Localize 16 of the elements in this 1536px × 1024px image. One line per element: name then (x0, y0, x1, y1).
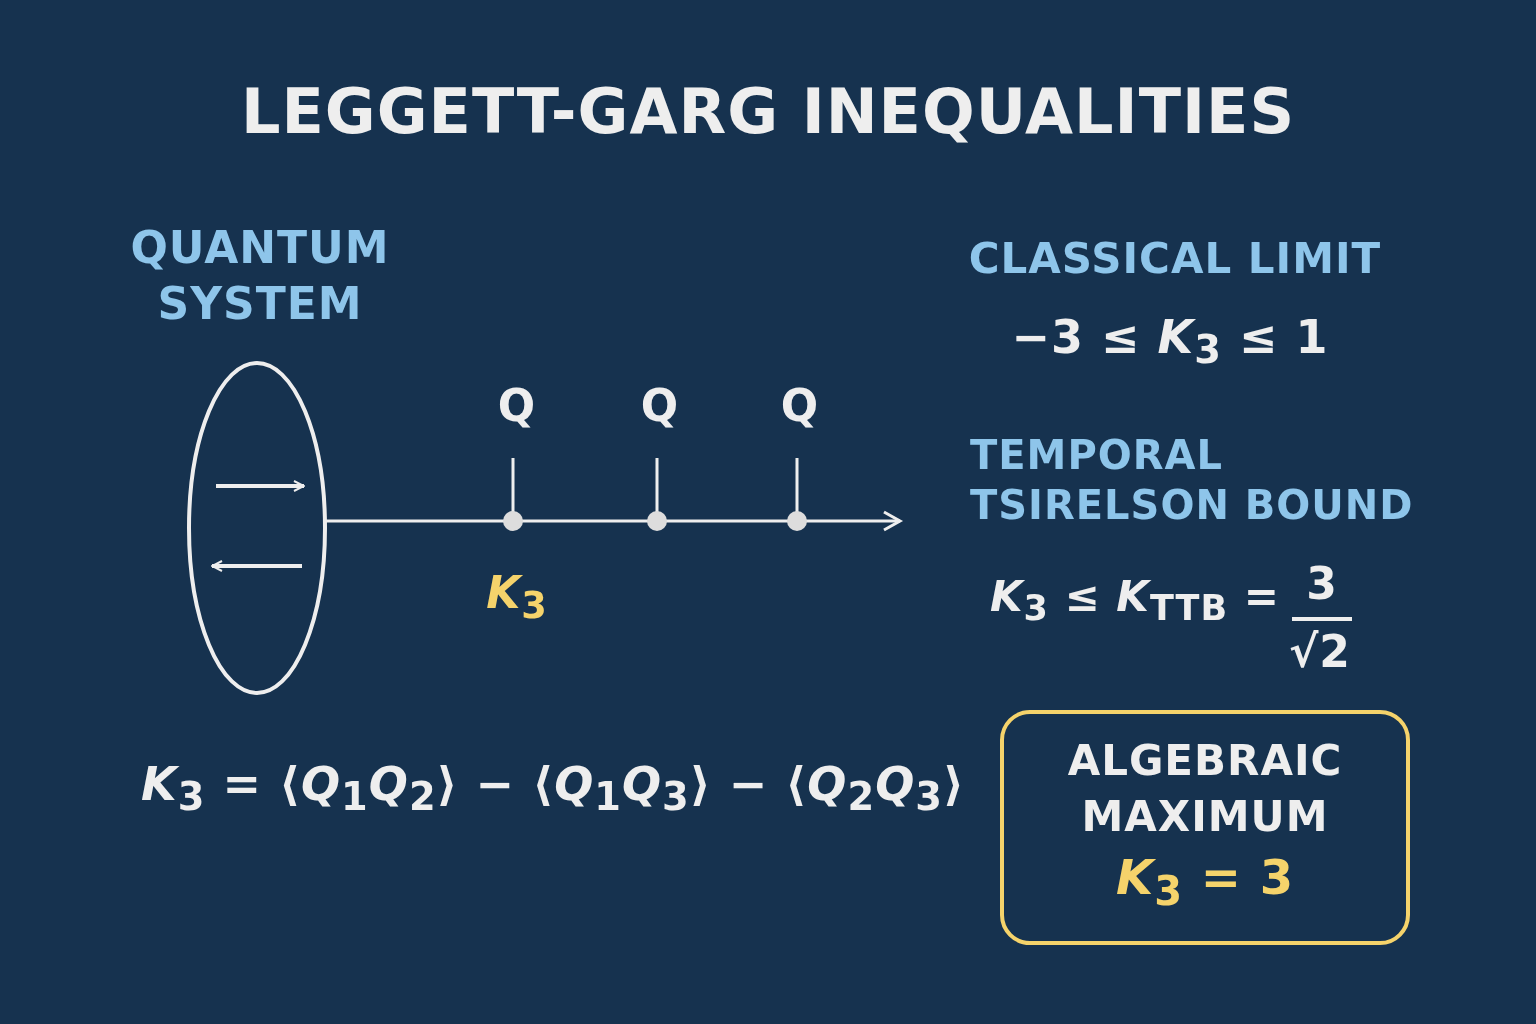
title: LEGGETT-GARG INEQUALITIES (239, 75, 1297, 148)
formula: K$_{3}$ = ⟨Q$_{1}$Q$_{2}$⟩ − ⟨Q$_{1}$Q$_{3}$⟩ − ⟨Q$_{2}$Q$_{3}$⟩ (141, 756, 965, 822)
section-heading: TEMPORAL TSIRELSON BOUND (970, 431, 1415, 530)
measurement-label: Q (497, 379, 537, 433)
section-heading: CLASSICAL LIMIT (968, 233, 1382, 285)
measurement-label: Q (780, 379, 820, 433)
result-box (1000, 710, 1410, 945)
box-heading: ALGEBRAIC MAXIMUM (1066, 734, 1344, 843)
formula: K$_{3}$ ≤ K$_{TTB}$ = (990, 571, 1280, 631)
fraction-denominator: √2 (1289, 625, 1351, 679)
measurement-label: Q (640, 379, 680, 433)
box-formula: K$_{3}$ = 3 (1114, 847, 1296, 916)
fraction-numerator: 3 (1306, 557, 1338, 611)
formula: −3 ≤ K$_{3}$ ≤ 1 (1011, 309, 1329, 375)
system-label: QUANTUM SYSTEM (130, 221, 390, 331)
correlator-label: K$_{3}$ (486, 566, 548, 629)
